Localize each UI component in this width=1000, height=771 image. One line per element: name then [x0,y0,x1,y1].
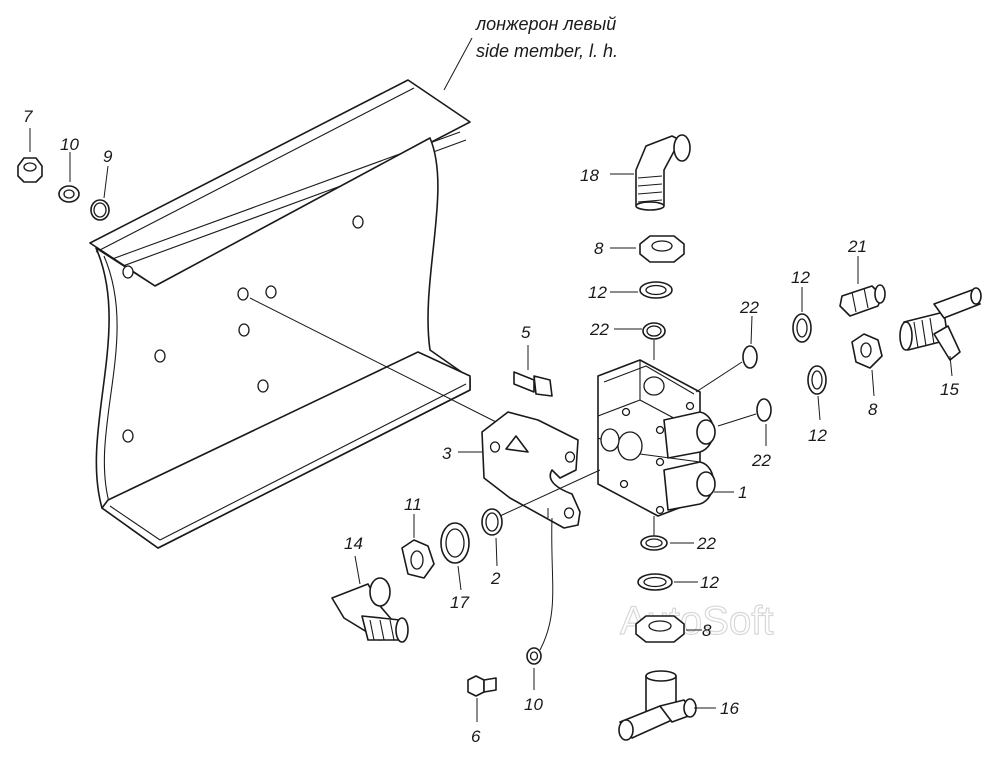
nut-7 [17,157,43,183]
callout-22-left: 22 [589,320,609,339]
bracket [481,411,581,529]
caption-leader [443,37,473,91]
nut-8-right [851,333,883,369]
callout-8-bottom: 8 [702,621,712,640]
callout-10-top: 10 [60,135,79,154]
tee-fitting-16 [618,670,697,741]
alignment-line [249,297,501,425]
callout-16: 16 [720,699,739,718]
ring-22-right-mid [756,398,772,422]
callout-22-right-mid: 22 [751,451,771,470]
callout-15: 15 [940,380,959,399]
callout-7: 7 [23,107,33,126]
callout-9: 9 [103,147,113,166]
callout-22-bottom: 22 [696,534,716,553]
bolt-5 [513,371,553,397]
callout-14: 14 [344,534,363,553]
nut-8-top [639,235,685,263]
callout-17: 17 [450,593,469,612]
side-member [89,79,471,549]
callout-8-right: 8 [868,400,878,419]
tee-fitting-15 [899,287,982,361]
leader-lines [29,128,953,722]
elbow-fitting-14 [331,577,409,643]
callout-22-right-top: 22 [739,298,759,317]
callout-11: 11 [404,495,422,514]
callout-8-top: 8 [594,239,604,258]
callout-12-top: 12 [588,283,607,302]
callout-labels: 7 10 9 5 3 18 8 12 22 22 12 21 12 22 8 1… [23,107,959,746]
caption-line-ru: лонжерон левый [475,14,616,34]
caption-line-en: side member, l. h. [476,41,618,61]
callout-12-right-top: 12 [791,268,810,287]
callout-2: 2 [490,569,501,588]
ring-22-right-top [742,345,758,369]
protection-valve [597,359,716,517]
callout-5: 5 [521,323,531,342]
callout-18: 18 [580,166,599,185]
fitting-21 [839,284,886,317]
callout-10-bottom: 10 [524,695,543,714]
callout-12-right-bottom: 12 [808,426,827,445]
callout-12-bottom: 12 [700,573,719,592]
nut-11 [401,539,435,579]
callout-1: 1 [738,483,747,502]
callout-21: 21 [847,237,867,256]
nut-8-bottom [635,615,685,643]
callout-3: 3 [442,444,452,463]
elbow-fitting-18 [635,134,691,211]
callout-6: 6 [471,727,481,746]
bolt-6 [467,675,497,697]
